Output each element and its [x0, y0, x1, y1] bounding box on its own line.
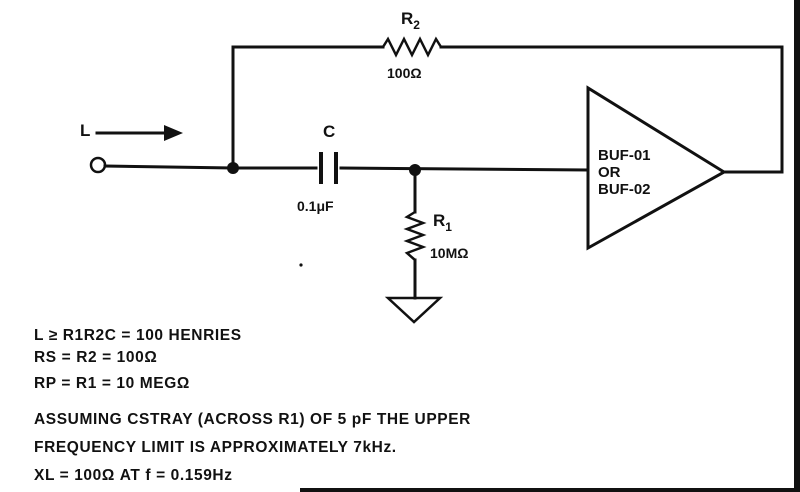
r2-resistor: [381, 36, 443, 58]
equation-series-resistance: RS = R2 = 100Ω: [34, 349, 158, 366]
ground-icon: [384, 296, 444, 324]
equation-reactance: XL = 100Ω AT f = 0.159Hz: [34, 467, 233, 484]
buffer-amplifier: [586, 85, 727, 251]
right-arrow-icon: [164, 125, 183, 141]
scan-speck: [299, 263, 303, 267]
buffer-label-line2: OR: [598, 164, 621, 181]
input-wire: [103, 164, 590, 172]
junction-dot-input: [227, 162, 239, 174]
r1-value: 10MΩ: [430, 245, 468, 261]
capacitor-value: 0.1μF: [297, 198, 334, 214]
r2-label: R2: [401, 9, 420, 32]
scan-border-bottom: [300, 488, 800, 492]
buffer-label-line1: BUF-01: [598, 147, 651, 164]
feedback-wire: [231, 45, 784, 174]
input-terminal: [89, 156, 107, 174]
note-frequency-limit: FREQUENCY LIMIT IS APPROXIMATELY 7kHz.: [34, 439, 397, 456]
buffer-label-line3: BUF-02: [598, 181, 651, 198]
equation-inductance: L ≥ R1R2C = 100 HENRIES: [34, 327, 242, 344]
r2-value: 100Ω: [387, 65, 422, 81]
scan-border-right: [794, 0, 800, 492]
r1-resistor: [403, 210, 427, 261]
input-label: L: [80, 121, 90, 140]
capacitor-label: C: [323, 122, 335, 141]
note-stray-capacitance: ASSUMING CSTRAY (ACROSS R1) OF 5 pF THE …: [34, 411, 471, 428]
equation-parallel-resistance: RP = R1 = 10 MEGΩ: [34, 375, 190, 392]
r1-label: R1: [433, 211, 452, 234]
